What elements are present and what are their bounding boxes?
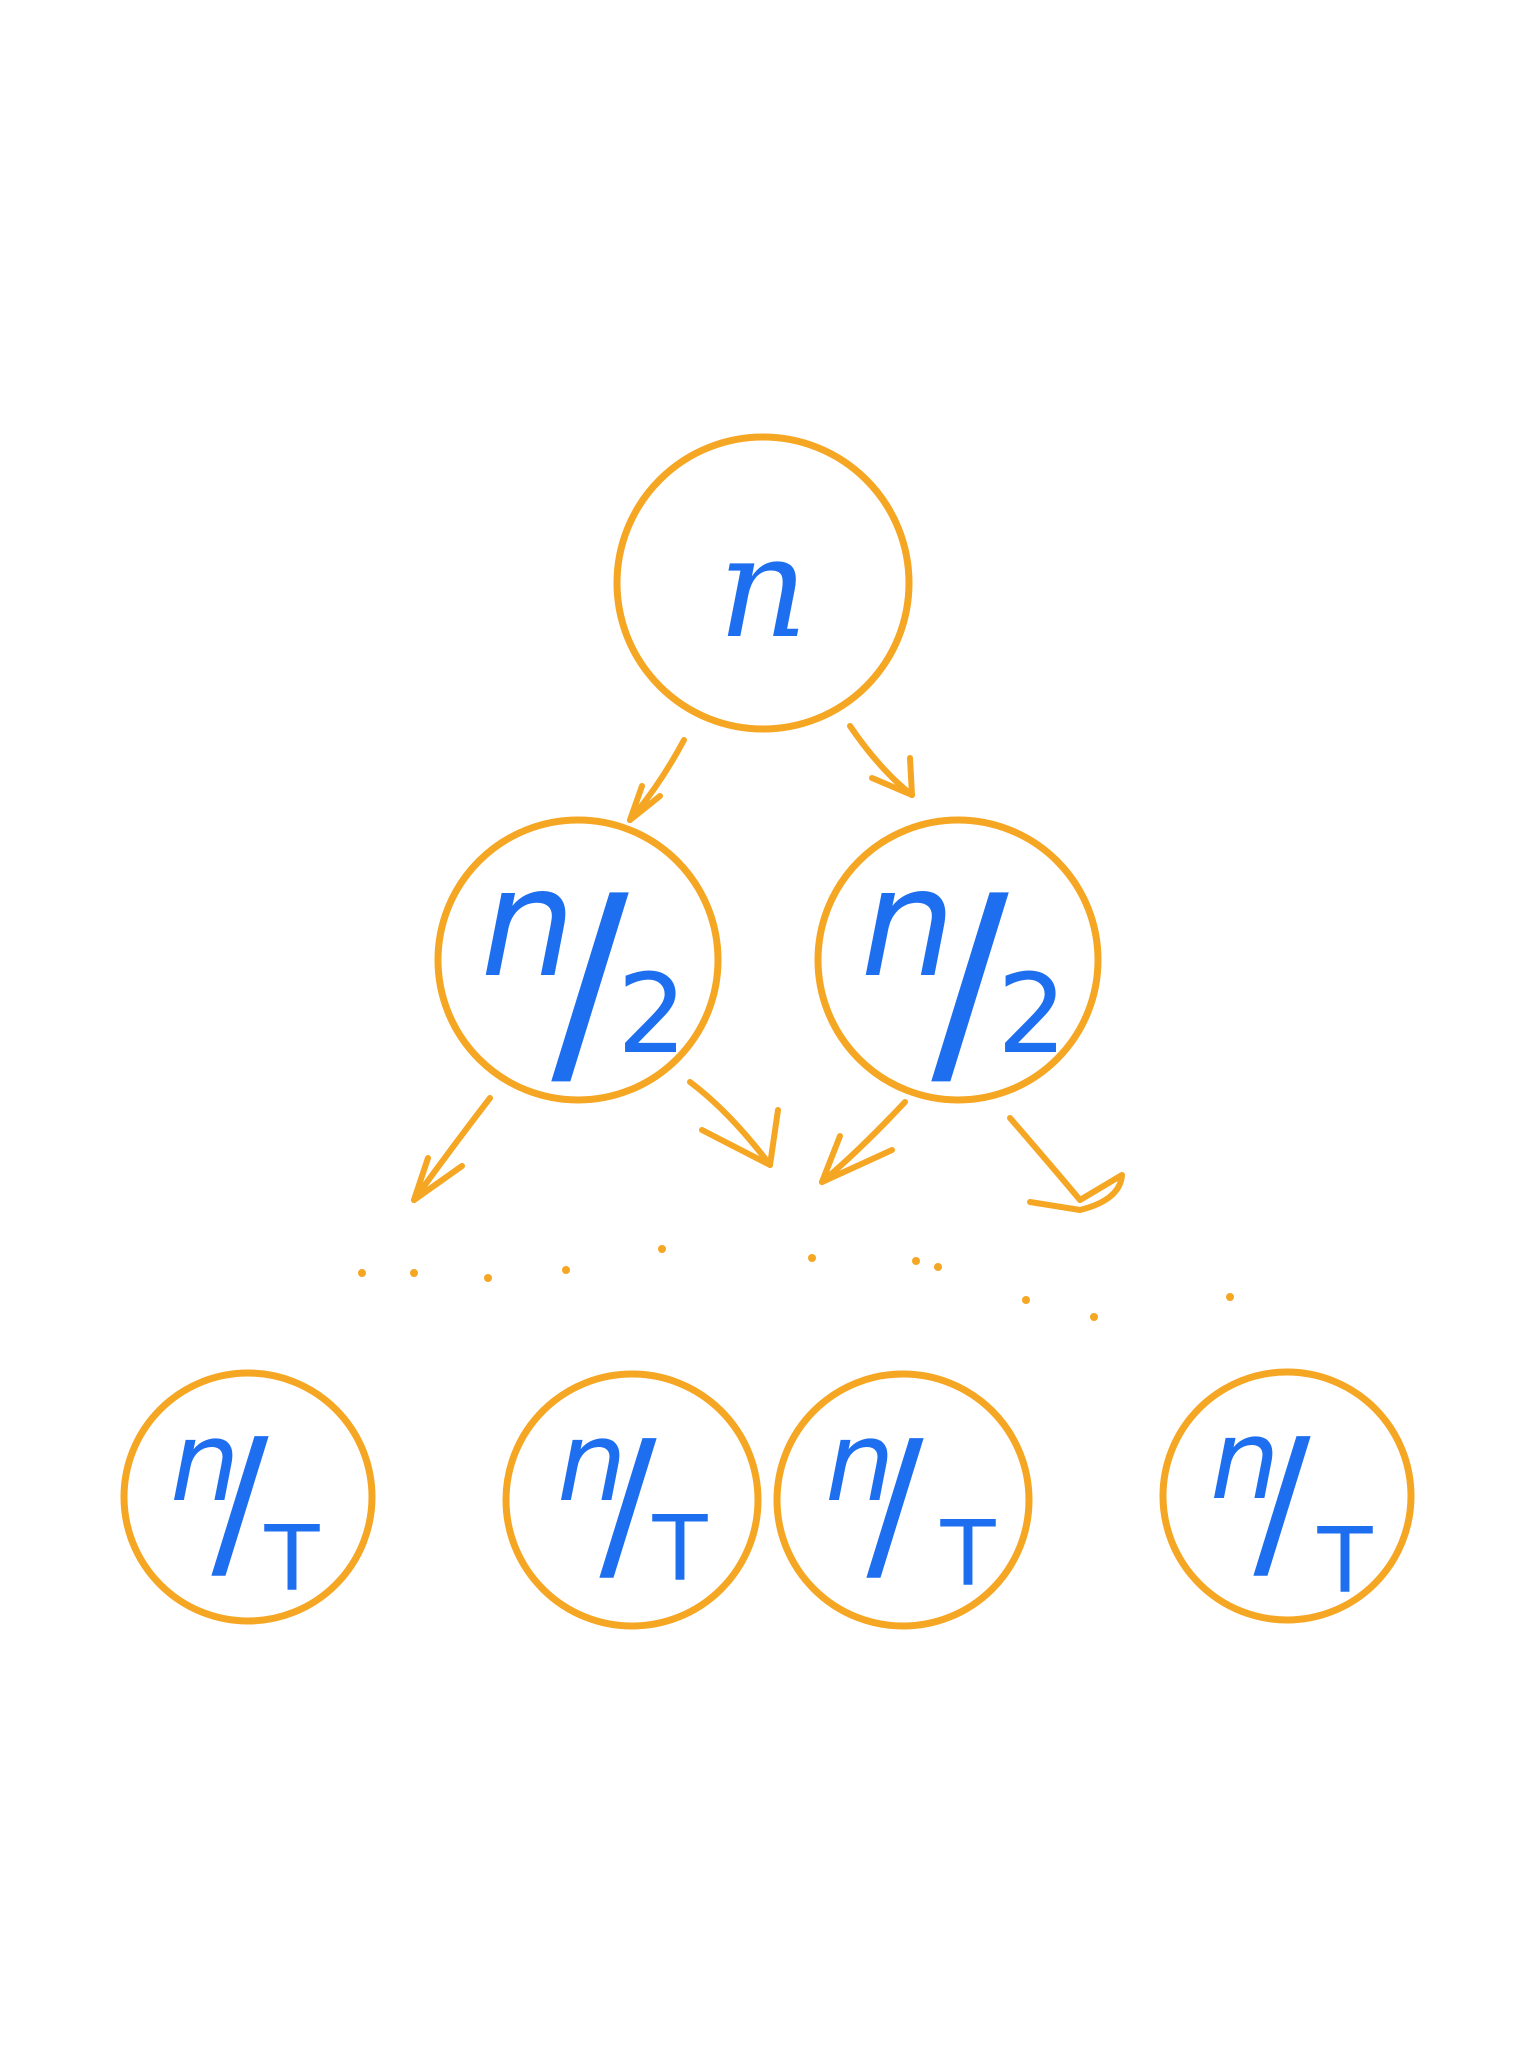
ellipsis-dot <box>934 1263 942 1271</box>
ellipsis-dots <box>358 1245 1234 1321</box>
leaf-node-3: n / T <box>773 1370 1033 1630</box>
edge-root-to-right <box>847 723 915 798</box>
level1-node-left-denominator: 2 <box>617 950 687 1078</box>
level1-node-left: n / 2 <box>434 816 722 1115</box>
leaf-node-2-circle <box>502 1370 762 1630</box>
leaf-node-2-numerator: n <box>557 1398 627 1526</box>
leaf-node-3-slash: / <box>866 1405 924 1603</box>
ellipsis-dot <box>808 1254 816 1262</box>
ellipsis-dot <box>1022 1296 1030 1304</box>
ellipsis-dot <box>1226 1293 1234 1301</box>
edge-left-to-lower-left <box>411 1095 493 1203</box>
ellipsis-dot <box>1090 1313 1098 1321</box>
edge-root-to-left <box>627 737 687 823</box>
leaf-node-4-slash: / <box>1253 1403 1311 1601</box>
ellipsis-dot <box>562 1266 570 1274</box>
leaf-node-2-slash: / <box>599 1405 657 1603</box>
level1-node-right-numerator: n <box>860 837 955 1011</box>
edge-right-to-lower-left <box>819 1099 908 1185</box>
level1-node-left-numerator: n <box>480 837 575 1011</box>
level1-node-left-slash: / <box>551 848 629 1115</box>
level1-node-right-denominator: 2 <box>997 950 1067 1078</box>
edge-left-to-lower-right <box>687 1079 781 1168</box>
root-node: n <box>613 433 913 733</box>
leaf-node-2-denominator: T <box>652 1497 709 1602</box>
level1-node-left-circle <box>434 816 722 1104</box>
leaf-node-4-denominator: T <box>1317 1509 1374 1614</box>
level1-node-right-slash: / <box>931 848 1009 1115</box>
ellipsis-dot <box>912 1257 920 1265</box>
leaf-node-1-circle <box>120 1369 376 1625</box>
leaf-node-3-numerator: n <box>825 1398 895 1526</box>
ellipsis-dot <box>658 1245 666 1253</box>
ellipsis-dot <box>484 1274 492 1282</box>
leaf-node-4: n / T <box>1159 1368 1415 1624</box>
leaf-node-3-denominator: T <box>940 1502 997 1607</box>
leaf-node-4-numerator: n <box>1210 1396 1280 1524</box>
leaf-node-3-circle <box>773 1370 1033 1630</box>
leaf-node-1-numerator: n <box>170 1398 240 1526</box>
leaf-node-1-slash: / <box>211 1403 269 1601</box>
root-node-circle <box>613 433 913 733</box>
level1-node-right-circle <box>814 816 1102 1104</box>
level1-node-right: n / 2 <box>814 816 1102 1115</box>
leaf-node-1-denominator: T <box>264 1507 321 1612</box>
ellipsis-dot <box>358 1269 366 1277</box>
leaf-node-1: n / T <box>120 1369 376 1625</box>
root-node-label: n <box>718 507 808 670</box>
leaf-node-2: n / T <box>502 1370 762 1630</box>
edge-right-to-lower-right <box>1007 1115 1125 1213</box>
ellipsis-dot <box>410 1269 418 1277</box>
leaf-node-4-circle <box>1159 1368 1415 1624</box>
